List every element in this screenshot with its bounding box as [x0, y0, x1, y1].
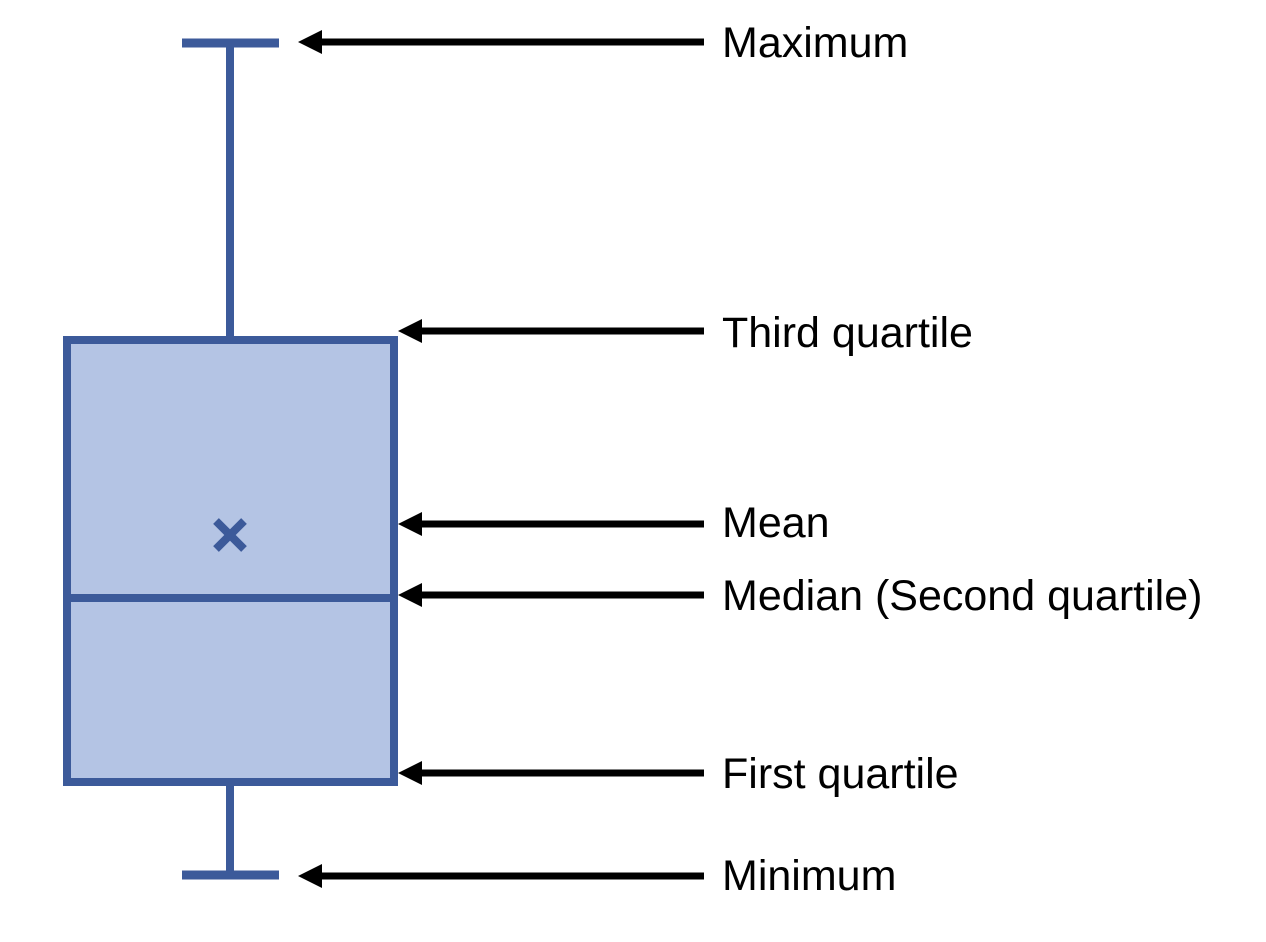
- label-third-quartile: Third quartile: [722, 309, 973, 357]
- label-minimum: Minimum: [722, 852, 896, 900]
- arrow-maximum: [298, 30, 704, 54]
- arrow-first-quartile: [398, 761, 704, 785]
- arrow-third-quartile: [398, 319, 704, 343]
- label-mean: Mean: [722, 499, 830, 547]
- arrow-median: [398, 583, 704, 607]
- x-mark-icon: [213, 518, 247, 552]
- label-maximum: Maximum: [722, 19, 908, 67]
- label-median: Median (Second quartile): [722, 572, 1202, 620]
- arrow-minimum: [298, 864, 704, 888]
- interquartile-box: [63, 336, 398, 786]
- arrow-mean: [398, 512, 704, 536]
- label-first-quartile: First quartile: [722, 750, 959, 798]
